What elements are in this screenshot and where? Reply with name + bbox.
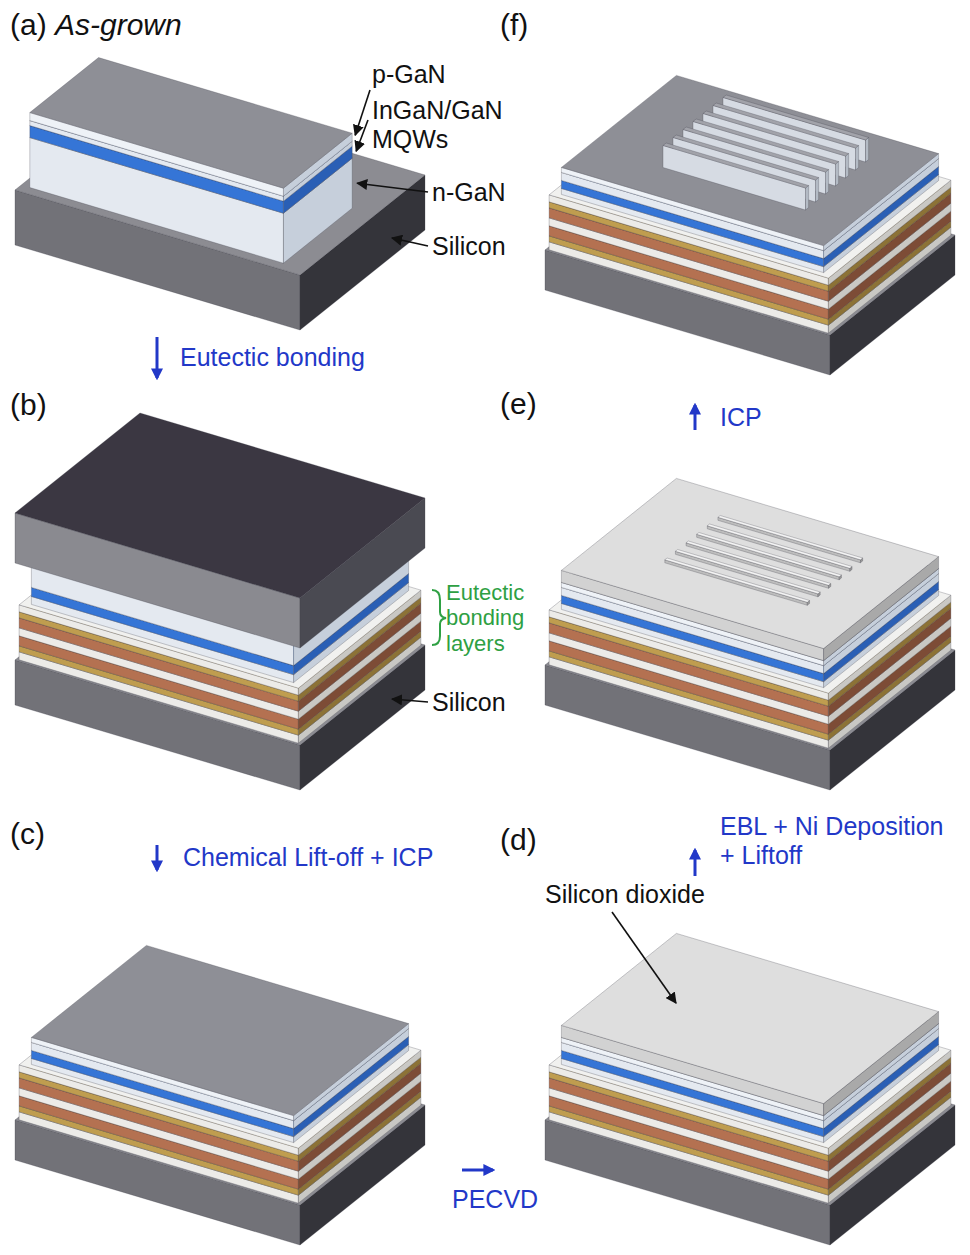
layer-face [561, 933, 938, 1103]
layer-face [826, 170, 829, 195]
leader-line [355, 90, 370, 135]
process-arrow [156, 845, 159, 870]
layer-face [866, 138, 869, 163]
layer-face [675, 551, 818, 597]
part-label: Silicon [432, 232, 506, 261]
part-label: p-GaN [372, 60, 446, 89]
panel-letter: (b) [10, 388, 47, 423]
leader-line [357, 183, 428, 192]
leader-line [392, 699, 428, 702]
layer-face [665, 560, 808, 606]
process-arrow [156, 337, 159, 378]
layer-stack [15, 58, 425, 330]
panel-letter: (a) [10, 8, 47, 43]
panel-title: As-grown [55, 8, 182, 43]
process-step-label: Eutectic bonding [180, 343, 365, 372]
layer-stack [15, 413, 425, 790]
panel-letter: (c) [10, 817, 45, 852]
layer-face [561, 478, 938, 648]
process-arrow [694, 405, 697, 430]
process-step-label: Chemical Lift-off + ICP [183, 843, 433, 872]
part-label: n-GaN [432, 178, 506, 207]
layer-face [31, 945, 408, 1115]
layer-face [663, 146, 806, 211]
part-label: Silicon dioxide [545, 880, 705, 909]
process-step-panel: (f) [495, 0, 970, 403]
layer-face [846, 154, 849, 179]
process-step-label: PECVD [452, 1185, 538, 1214]
process-step-panel: (d) [495, 878, 970, 1255]
layer-face [806, 186, 809, 211]
leader-line [612, 912, 676, 1003]
layer-stack [15, 945, 425, 1245]
layer-face [665, 558, 810, 602]
process-arrow [694, 850, 697, 876]
layer-stack [545, 933, 955, 1245]
part-label: InGaN/GaN MQWs [372, 96, 522, 154]
part-label: Eutectic bonding layers [446, 580, 546, 656]
layer-face [856, 146, 859, 171]
layer-face [15, 413, 425, 598]
layer-face [663, 143, 809, 188]
layer-face [686, 543, 829, 589]
layer-stack [545, 478, 955, 790]
process-step-panel: (e) [495, 432, 970, 848]
panel-letter: (f) [500, 8, 528, 43]
layer-face [816, 178, 819, 203]
layer-face [561, 75, 938, 245]
bracket [432, 590, 446, 645]
process-arrow [462, 1169, 493, 1172]
part-label: Silicon [432, 688, 506, 717]
layer-stack [545, 75, 955, 375]
process-step-panel: (c) [0, 872, 460, 1255]
leader-line [356, 120, 368, 151]
leader-line [392, 238, 428, 246]
layer-face [30, 58, 352, 189]
process-step-panel: (b) [0, 380, 470, 843]
layer-face [836, 162, 839, 187]
process-step-label: ICP [720, 403, 762, 432]
process-step-label: EBL + Ni Deposition + Liftoff [720, 812, 960, 870]
panel-letter: (d) [500, 823, 537, 858]
panel-letter: (e) [500, 387, 537, 422]
process-step-panel: (a)As-grown [0, 0, 470, 335]
